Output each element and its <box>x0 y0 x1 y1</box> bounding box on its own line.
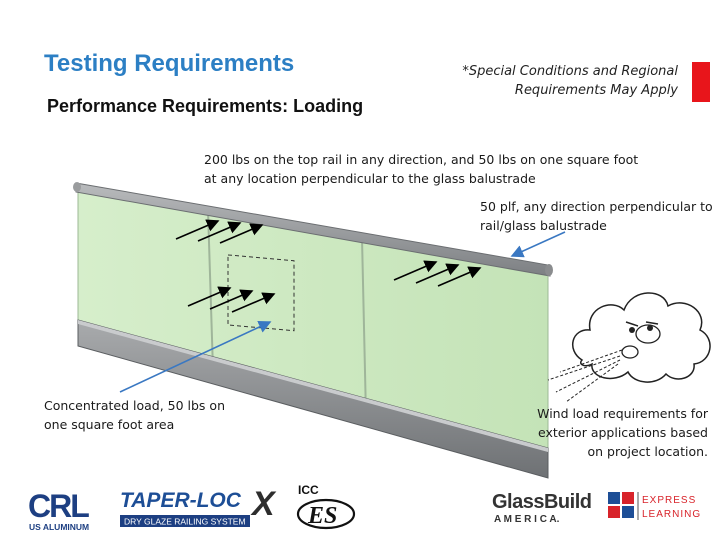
wind-cloud-icon <box>547 292 711 403</box>
plf-pointer <box>510 231 566 258</box>
slide-subtitle: Performance Requirements: Loading <box>47 96 364 116</box>
glassbuild-text: GlassBuild <box>492 491 591 513</box>
concentrated-load-text: Concentrated load, 50 lbs on one square … <box>44 398 225 432</box>
plf-load-text: 50 plf, any direction perpendicular to r… <box>480 199 713 233</box>
express-learning-logo: EXPRESS LEARNING <box>608 492 701 520</box>
taper-loc-subtext: DRY GLAZE RAILING SYSTEM <box>124 517 246 527</box>
special-conditions-note: *Special Conditions and Regional Require… <box>462 64 678 98</box>
load-arrows <box>175 219 482 313</box>
top-rail <box>73 182 553 277</box>
red-accent-tab <box>692 62 710 102</box>
base-shoe <box>77 319 549 479</box>
learning-text: LEARNING <box>642 509 701 520</box>
taper-loc-logo: TAPER-LOC X DRY GLAZE RAILING SYSTEM <box>120 485 277 527</box>
glassbuild-subtext: A M E R I C A. <box>494 514 560 525</box>
glassbuild-logo: GlassBuild A M E R I C A. <box>492 491 592 525</box>
taper-loc-x: X <box>250 485 277 523</box>
crl-logo-subtext: US ALUMINUM <box>29 522 89 532</box>
express-text: EXPRESS <box>642 495 696 506</box>
icc-es-logo: ICC ES <box>296 483 356 530</box>
es-text: ES <box>307 503 337 529</box>
crl-logo-text: CRL <box>28 488 89 524</box>
concentrated-load-pointer <box>119 320 272 393</box>
crl-logo: CRL US ALUMINUM <box>28 488 91 532</box>
wind-load-text: Wind load requirements for exterior appl… <box>537 406 708 459</box>
top-rail-load-text: 200 lbs on the top rail in any direction… <box>204 152 639 186</box>
taper-loc-text: TAPER-LOC <box>120 489 242 512</box>
slide-title: Testing Requirements <box>44 50 295 77</box>
icc-text: ICC <box>298 483 319 497</box>
